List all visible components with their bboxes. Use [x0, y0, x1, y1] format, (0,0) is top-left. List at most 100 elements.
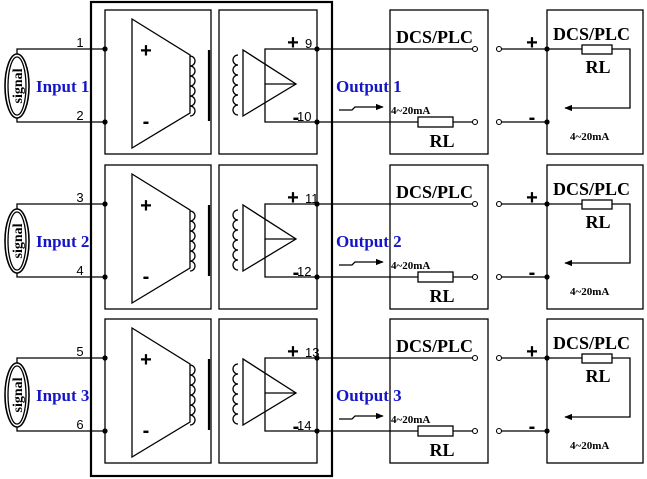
output-label: Output 2	[336, 232, 402, 251]
receiver-minus-terminal	[471, 273, 479, 281]
isolation-transformer-primary-coil	[189, 364, 196, 426]
loop-minus-open-terminal	[495, 427, 503, 435]
output-label: Output 3	[336, 386, 402, 405]
output-amplifier-block	[218, 9, 318, 155]
receiver-plus-terminal	[471, 354, 479, 362]
isolation-transformer-primary-coil	[189, 55, 196, 117]
dcs-plc-loop-label: DCS/PLC	[553, 179, 630, 199]
isolation-transformer-secondary-coil	[232, 363, 239, 425]
output-plus-internal-wire	[264, 48, 317, 85]
input-amplifier-block	[104, 318, 212, 464]
loop-plus-sign: +	[526, 341, 538, 363]
loop-load-resistor-label: RL	[585, 366, 610, 386]
output-minus-sign: -	[293, 107, 300, 129]
loop-current-range-label: 4~20mA	[570, 131, 609, 143]
output-plus-pin-number: 11	[305, 191, 319, 206]
output-plus-sign: +	[287, 32, 299, 54]
input-plus-wire	[16, 203, 105, 209]
input-minus-wire	[16, 427, 105, 432]
input-plus-pin-number: 3	[76, 190, 83, 205]
input-amp-plus-sign: +	[140, 40, 152, 62]
loop-right-wire	[612, 48, 631, 109]
load-resistor	[417, 116, 454, 128]
dcs-plc-loop-box	[546, 318, 644, 464]
input-plus-pin-number: 1	[76, 35, 83, 50]
loop-plus-open-terminal	[495, 45, 503, 53]
loop-plus-sign: +	[526, 32, 538, 54]
loop-right-wire	[612, 357, 631, 418]
current-flow-arrow	[339, 103, 384, 111]
loop-load-resistor-label: RL	[585, 57, 610, 77]
loop-load-resistor	[581, 44, 613, 55]
loop-plus-sign: +	[526, 187, 538, 209]
load-resistor-label: RL	[429, 131, 454, 151]
load-resistor	[417, 271, 454, 283]
signal-source-inner-ring	[7, 365, 27, 425]
signal-label: signal	[11, 68, 26, 103]
receiver-plus-terminal	[471, 45, 479, 53]
signal-label: signal	[11, 377, 26, 412]
signal-source-inner-ring	[7, 211, 27, 271]
output-minus-internal-wire	[264, 84, 317, 123]
dcs-plc-receiver-box	[389, 318, 489, 464]
loop-right-wire	[612, 203, 631, 264]
signal-source-inner-ring	[7, 56, 27, 116]
output-amplifier-symbol	[242, 357, 298, 427]
loop-load-resistor	[581, 199, 613, 210]
output-plus-sign: +	[287, 187, 299, 209]
output-amplifier-block	[218, 164, 318, 310]
loop-plus-open-terminal	[495, 200, 503, 208]
input-minus-wire	[16, 118, 105, 123]
loop-minus-open-terminal	[495, 118, 503, 126]
input-amp-plus-sign: +	[140, 349, 152, 371]
input-amp-minus-sign: -	[143, 266, 150, 288]
input-amplifier-block	[104, 9, 212, 155]
output-amplifier-symbol	[242, 48, 298, 118]
receiver-plus-terminal	[471, 200, 479, 208]
loop-plus-open-terminal	[495, 354, 503, 362]
output-amplifier-block	[218, 318, 318, 464]
loop-minus-open-terminal	[495, 273, 503, 281]
current-flow-arrow	[339, 258, 384, 266]
dcs-plc-loop-label: DCS/PLC	[553, 24, 630, 44]
input-amplifier-symbol	[131, 172, 191, 305]
receiver-minus-terminal	[471, 427, 479, 435]
input-label: Input 1	[36, 77, 89, 96]
loop-minus-sign: -	[529, 416, 536, 438]
output-amplifier-symbol	[242, 203, 298, 273]
isolation-transformer-secondary-coil	[232, 54, 239, 116]
output-minus-pin-number: 12	[297, 264, 311, 279]
input-amp-minus-sign: -	[143, 111, 150, 133]
input-plus-wire	[16, 357, 105, 363]
dcs-plc-loop-box	[546, 9, 644, 155]
isolator-module-housing	[89, 0, 334, 478]
load-resistor-label: RL	[429, 440, 454, 460]
isolation-transformer-primary-coil	[189, 210, 196, 272]
output-plus-internal-wire	[264, 203, 317, 240]
dcs-plc-label: DCS/PLC	[396, 182, 473, 202]
isolation-transformer-secondary-coil	[232, 209, 239, 271]
output-minus-internal-wire	[264, 239, 317, 278]
input-amp-plus-sign: +	[140, 195, 152, 217]
output-minus-pin-number: 10	[297, 109, 311, 124]
output-minus-pin-number: 14	[297, 418, 311, 433]
load-resistor	[417, 425, 454, 437]
input-minus-pin-number: 6	[76, 417, 83, 432]
input-plus-wire	[16, 48, 105, 54]
current-range-label: 4~20mA	[391, 260, 430, 272]
output-minus-sign: -	[293, 416, 300, 438]
input-amp-minus-sign: -	[143, 420, 150, 442]
input-label: Input 3	[36, 386, 89, 405]
input-label: Input 2	[36, 232, 89, 251]
output-plus-internal-wire	[264, 357, 317, 394]
input-minus-wire	[16, 273, 105, 278]
dcs-plc-loop-label: DCS/PLC	[553, 333, 630, 353]
output-minus-sign: -	[293, 262, 300, 284]
input-minus-pin-number: 2	[76, 108, 83, 123]
dcs-plc-label: DCS/PLC	[396, 27, 473, 47]
load-resistor-label: RL	[429, 286, 454, 306]
dcs-plc-receiver-box	[389, 164, 489, 310]
